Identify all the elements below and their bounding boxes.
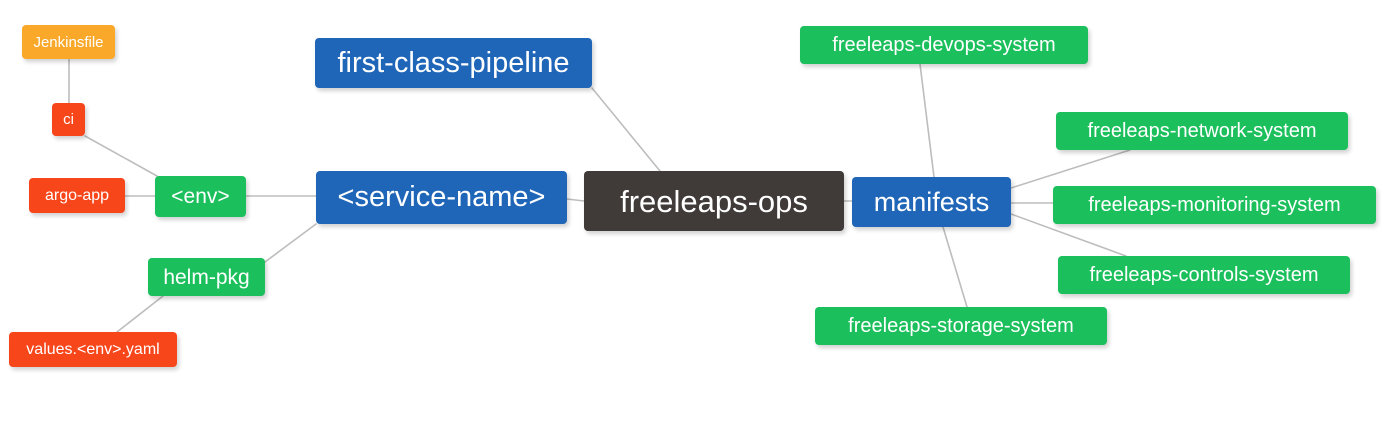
node-first-class-pipeline[interactable]: first-class-pipeline	[315, 38, 592, 88]
node-label-freeleaps-network-system: freeleaps-network-system	[1087, 120, 1317, 142]
node-label-service-name: <service-name>	[337, 181, 546, 213]
node-freeleaps-monitoring-system[interactable]: freeleaps-monitoring-system	[1053, 186, 1376, 224]
node-label-freeleaps-ops: freeleaps-ops	[620, 183, 808, 219]
node-label-ci: ci	[63, 111, 74, 128]
node-jenkinsfile[interactable]: Jenkinsfile	[22, 25, 115, 59]
edge-manifests-devops	[919, 63, 935, 178]
node-label-freeleaps-devops-system: freeleaps-devops-system	[832, 34, 1056, 56]
edge-manifests-storage	[942, 226, 968, 308]
node-label-values-env-yaml: values.<env>.yaml	[26, 340, 160, 358]
node-label-freeleaps-monitoring-system: freeleaps-monitoring-system	[1088, 194, 1341, 216]
node-manifests[interactable]: manifests	[852, 177, 1011, 227]
node-helm-pkg[interactable]: helm-pkg	[148, 258, 265, 296]
node-ci[interactable]: ci	[52, 103, 85, 136]
node-argo-app[interactable]: argo-app	[29, 178, 125, 213]
node-label-freeleaps-storage-system: freeleaps-storage-system	[848, 315, 1074, 337]
edge-pipeline-ops	[591, 87, 661, 172]
node-service-name[interactable]: <service-name>	[316, 171, 567, 224]
edge-servicename-helmpkg	[264, 223, 317, 263]
node-label-argo-app: argo-app	[44, 186, 110, 204]
node-label-jenkinsfile: Jenkinsfile	[33, 33, 104, 51]
node-label-env: <env>	[171, 185, 230, 208]
node-label-manifests: manifests	[873, 186, 990, 217]
edge-servicename-ops	[566, 198, 585, 202]
node-freeleaps-devops-system[interactable]: freeleaps-devops-system	[800, 26, 1088, 64]
node-values-env-yaml[interactable]: values.<env>.yaml	[9, 332, 177, 367]
node-label-first-class-pipeline: first-class-pipeline	[337, 46, 570, 79]
edge-manifests-network	[1010, 149, 1131, 189]
node-label-helm-pkg: helm-pkg	[163, 265, 250, 289]
node-freeleaps-controls-system[interactable]: freeleaps-controls-system	[1058, 256, 1350, 294]
node-freeleaps-network-system[interactable]: freeleaps-network-system	[1056, 112, 1348, 150]
node-env[interactable]: <env>	[155, 176, 246, 217]
node-freeleaps-ops[interactable]: freeleaps-ops	[584, 171, 844, 231]
edge-ci-env	[84, 135, 158, 177]
node-label-freeleaps-controls-system: freeleaps-controls-system	[1089, 264, 1319, 286]
edge-helmpkg-values	[116, 295, 164, 333]
node-freeleaps-storage-system[interactable]: freeleaps-storage-system	[815, 307, 1107, 345]
